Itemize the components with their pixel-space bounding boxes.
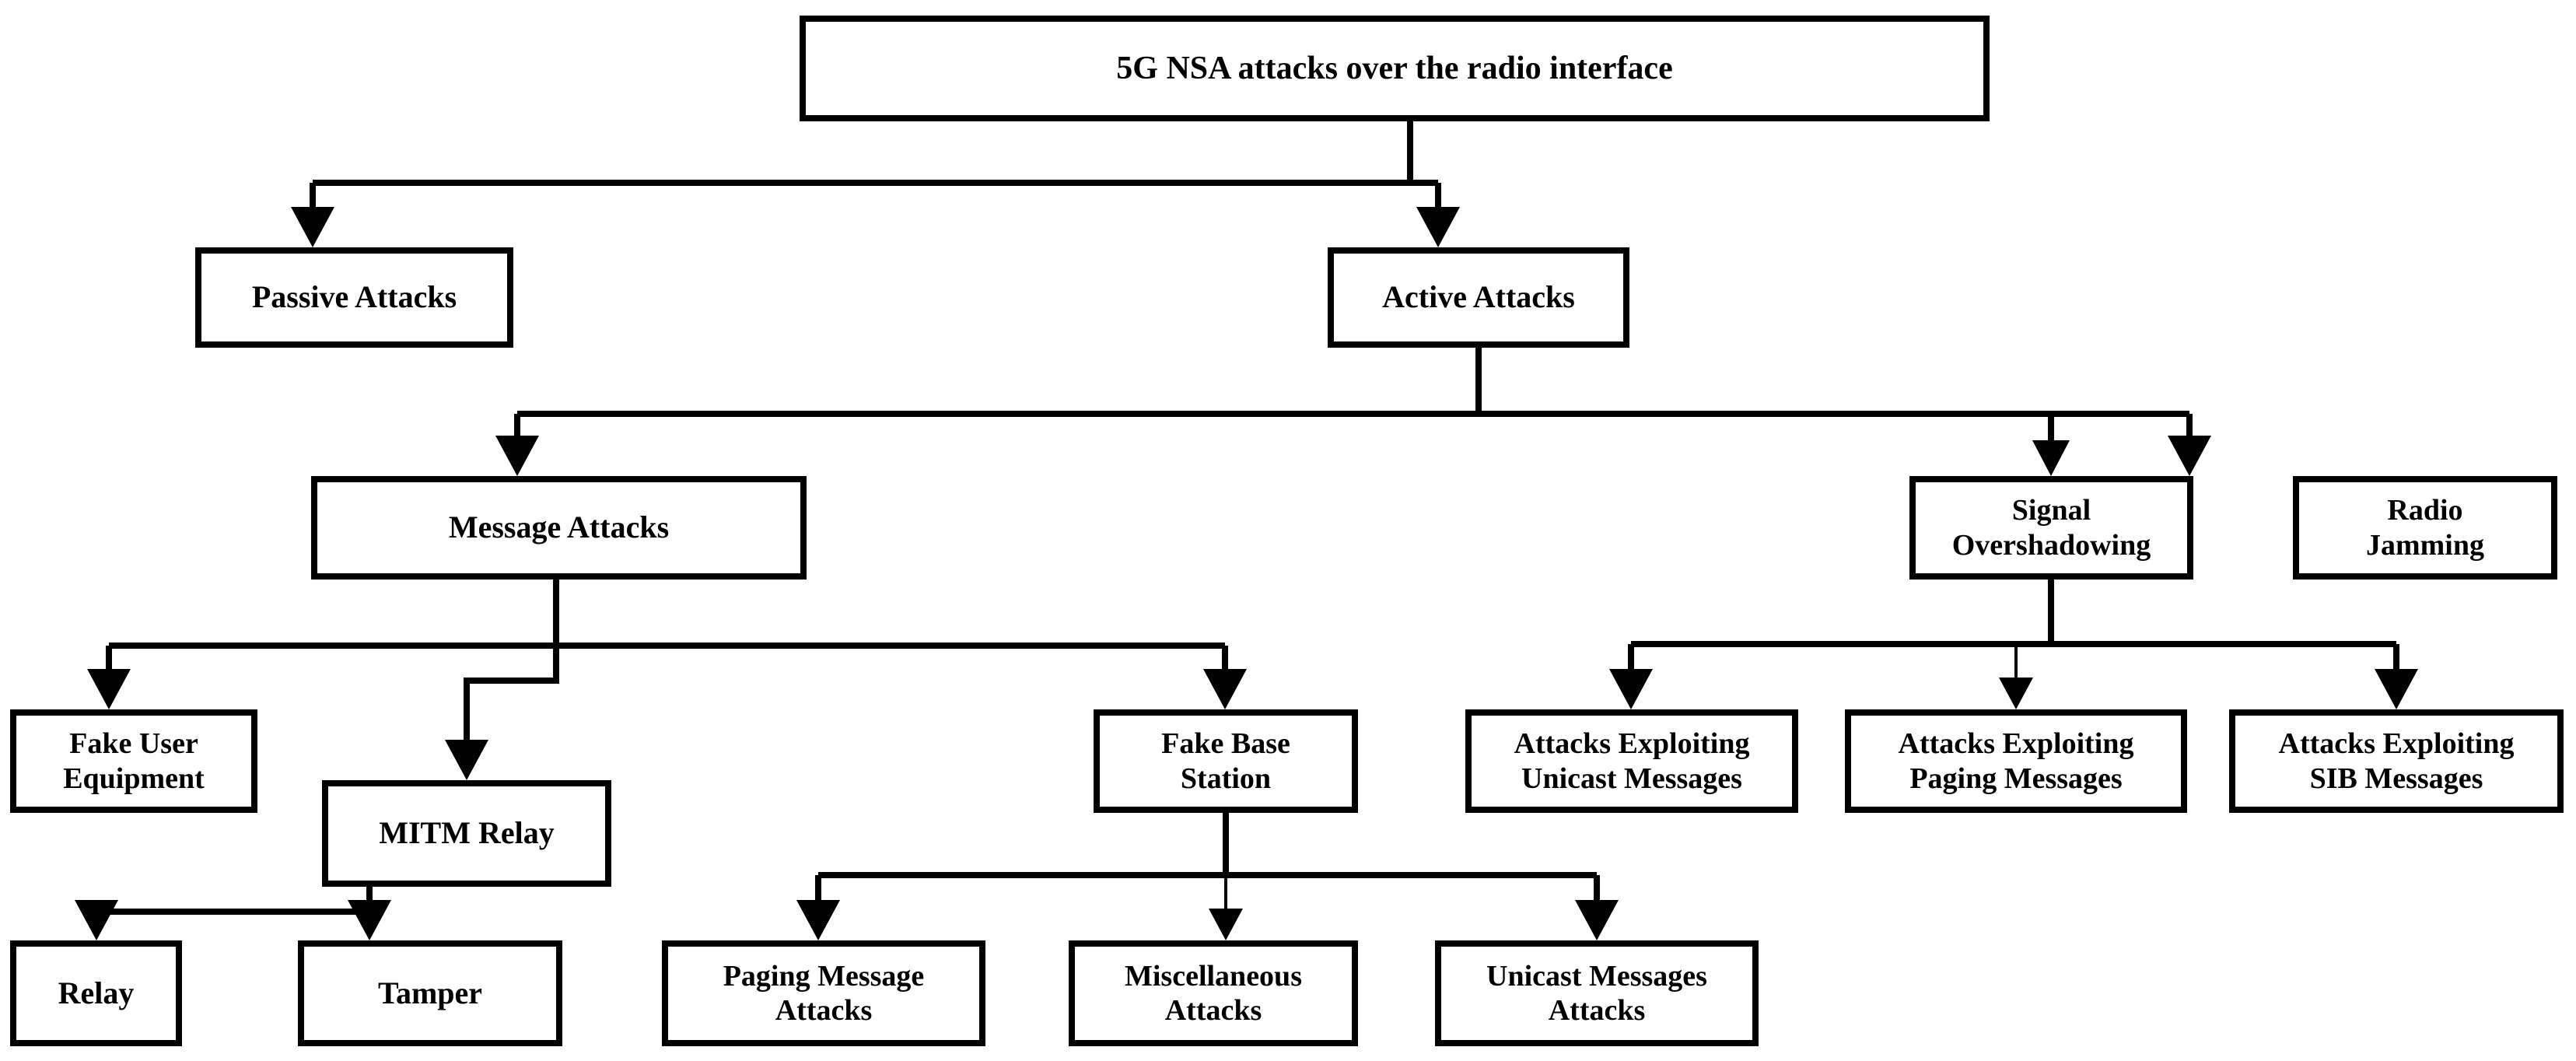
node-attacks-exploiting-unicast-messages-label: Attacks Exploiting Unicast Messages — [1514, 727, 1750, 795]
arrowhead-message — [495, 436, 539, 476]
node-fake-user-equipment[interactable]: Fake User Equipment — [10, 709, 257, 813]
node-relay-label: Relay — [58, 975, 135, 1010]
arrowhead-jamming — [2168, 436, 2211, 476]
edge-overshadow-bus — [1628, 580, 2399, 688]
node-tamper[interactable]: Tamper — [298, 940, 562, 1046]
edge-fakebs-bus — [815, 813, 1600, 919]
arrowhead-unicast-attacks — [1575, 900, 1619, 940]
node-attacks-exploiting-sib-messages-label: Attacks Exploiting SIB Messages — [2278, 727, 2515, 795]
node-message-attacks-label: Message Attacks — [448, 509, 670, 545]
node-root-label: 5G NSA attacks over the radio interface — [1116, 50, 1673, 86]
arrowhead-passive — [291, 207, 334, 247]
arrowhead-fake-bs — [1203, 669, 1247, 709]
edge-message-bus — [106, 580, 559, 688]
node-attacks-exploiting-paging-messages[interactable]: Attacks Exploiting Paging Messages — [1845, 709, 2187, 813]
arrowhead-mitm — [445, 740, 488, 780]
arrowhead-active — [1416, 207, 1460, 247]
node-unicast-messages-attacks-label: Unicast Messages Attacks — [1486, 959, 1707, 1027]
arrowhead-exp-sib — [2375, 669, 2418, 709]
node-unicast-messages-attacks[interactable]: Unicast Messages Attacks — [1435, 940, 1759, 1046]
node-signal-overshadowing[interactable]: Signal Overshadowing — [1909, 476, 2193, 580]
node-paging-message-attacks-label: Paging Message Attacks — [723, 959, 925, 1027]
arrowhead-fake-ue — [87, 669, 131, 709]
arrowhead-paging-attacks — [796, 900, 840, 940]
node-miscellaneous-attacks-label: Miscellaneous Attacks — [1125, 959, 1302, 1027]
node-active-attacks-label: Active Attacks — [1382, 279, 1575, 315]
arrowhead-relay — [75, 900, 118, 940]
arrowhead-exp-paging — [1999, 678, 2033, 709]
node-paging-message-attacks[interactable]: Paging Message Attacks — [662, 940, 985, 1046]
node-active-attacks[interactable]: Active Attacks — [1328, 247, 1629, 348]
node-root[interactable]: 5G NSA attacks over the radio interface — [800, 16, 1990, 121]
edge-active-bus — [514, 348, 2193, 454]
node-attacks-exploiting-paging-messages-label: Attacks Exploiting Paging Messages — [1898, 727, 2134, 795]
arrowhead-exp-unicast — [1609, 669, 1653, 709]
node-attacks-exploiting-unicast-messages[interactable]: Attacks Exploiting Unicast Messages — [1465, 709, 1798, 813]
edge-mitm-bus — [93, 887, 373, 919]
node-radio-jamming-label: Radio Jamming — [2366, 494, 2484, 562]
node-passive-attacks-label: Passive Attacks — [251, 279, 457, 315]
edge-root-bus — [310, 121, 1441, 226]
node-fake-base-station-label: Fake Base Station — [1161, 727, 1290, 795]
node-radio-jamming[interactable]: Radio Jamming — [2293, 476, 2557, 580]
arrowhead-tamper — [348, 900, 391, 940]
node-attacks-exploiting-sib-messages[interactable]: Attacks Exploiting SIB Messages — [2229, 709, 2564, 813]
node-miscellaneous-attacks[interactable]: Miscellaneous Attacks — [1069, 940, 1358, 1046]
arrowhead-overshadow — [2032, 440, 2070, 476]
node-fake-base-station[interactable]: Fake Base Station — [1094, 709, 1358, 813]
node-relay[interactable]: Relay — [10, 940, 182, 1046]
arrowhead-misc-attacks — [1209, 909, 1243, 940]
edge-message-bus-right — [109, 643, 1228, 688]
node-message-attacks[interactable]: Message Attacks — [311, 476, 807, 580]
node-mitm-relay[interactable]: MITM Relay — [322, 780, 611, 887]
edge-message-to-mitm-jog — [464, 646, 559, 758]
node-signal-overshadowing-label: Signal Overshadowing — [1951, 494, 2151, 562]
node-passive-attacks[interactable]: Passive Attacks — [195, 247, 513, 348]
node-mitm-relay-label: MITM Relay — [379, 815, 555, 851]
node-tamper-label: Tamper — [377, 975, 483, 1010]
node-fake-user-equipment-label: Fake User Equipment — [63, 727, 205, 795]
